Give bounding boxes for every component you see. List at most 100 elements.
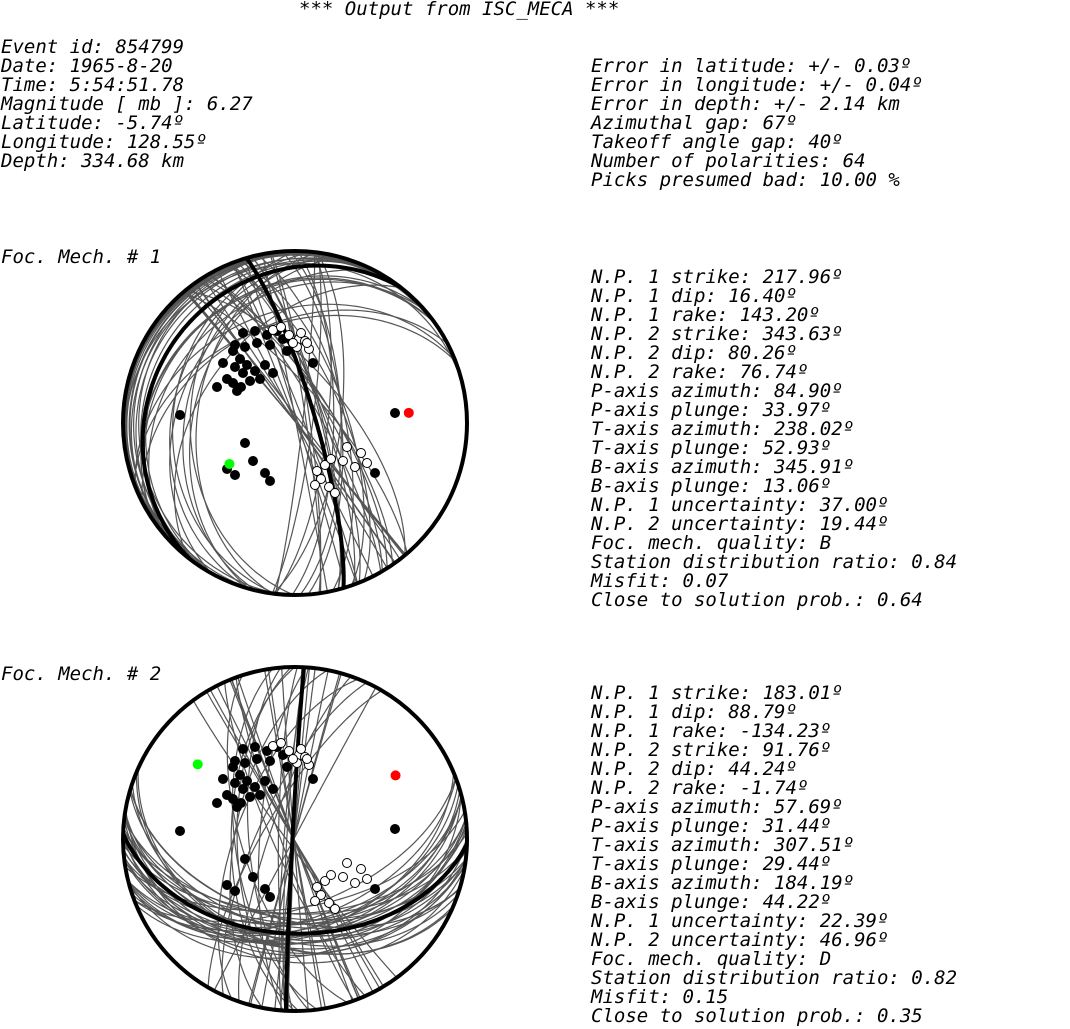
- compression-station: [235, 354, 245, 364]
- dilatation-station: [310, 896, 320, 906]
- compression-station: [230, 362, 240, 372]
- uncertainty-arc: [230, 262, 361, 583]
- mechanism-2-param: N.P. 1 dip: 88.79º: [591, 701, 797, 723]
- compression-station: [238, 328, 248, 338]
- t-axis-marker: [224, 458, 235, 469]
- compression-station: [252, 754, 262, 764]
- dilatation-station: [302, 338, 312, 348]
- uncertainty-arc: [138, 250, 306, 596]
- compression-station: [255, 790, 265, 800]
- uncertainty-arc: [189, 286, 401, 560]
- dilatation-station: [310, 480, 320, 490]
- uncertainty-arc: [192, 700, 398, 979]
- uncertainty-arc: [185, 290, 406, 556]
- mechanism-1-param: Foc. mech. quality: B: [591, 532, 832, 554]
- uncertainty-arc: [268, 252, 322, 594]
- compression-station: [218, 774, 228, 784]
- compression-station: [238, 784, 248, 794]
- error-latitude: Error in latitude: +/- 0.03º: [591, 55, 912, 77]
- compression-station: [308, 774, 318, 784]
- uncertainty-arc: [197, 280, 394, 565]
- uncertainty-arc: [289, 250, 342, 596]
- compression-station: [240, 438, 250, 448]
- error-depth: Error in depth: +/- 2.14 km: [591, 93, 900, 115]
- uncertainty-arc: [230, 666, 296, 1012]
- dilatation-station: [330, 488, 340, 498]
- dilatation-station: [276, 322, 286, 332]
- compression-station: [230, 470, 240, 480]
- uncertainty-arc: [137, 768, 453, 955]
- mechanism-1-param: N.P. 2 dip: 80.26º: [591, 342, 797, 364]
- compression-station: [242, 360, 252, 370]
- compression-station: [260, 468, 270, 478]
- p-axis-marker: [390, 770, 401, 781]
- mechanism-1-param: N.P. 2 rake: 76.74º: [591, 361, 809, 383]
- compression-station: [265, 340, 275, 350]
- uncertainty-arc: [277, 666, 298, 1012]
- compression-station: [248, 456, 258, 466]
- uncertainty-arc: [207, 274, 383, 572]
- mechanism-2-param: B-axis azimuth: 184.19º: [591, 872, 855, 894]
- mechanism-1-param: N.P. 1 rake: 143.20º: [591, 304, 820, 326]
- compression-station: [222, 790, 232, 800]
- compression-station: [238, 744, 248, 754]
- compression-station: [282, 762, 292, 772]
- t-axis-marker: [192, 759, 203, 770]
- uncertainty-arc: [135, 772, 455, 943]
- mechanism-1-param: Station distribution ratio: 0.84: [591, 551, 958, 573]
- nodal-plane-1: [140, 263, 402, 560]
- dilatation-station: [350, 462, 360, 472]
- dilatation-station: [312, 466, 322, 476]
- compression-station: [232, 802, 242, 812]
- mechanism-2-param: P-axis plunge: 31.44º: [591, 815, 832, 837]
- uncertainty-arc: [124, 811, 466, 942]
- compression-station: [268, 784, 278, 794]
- dilatation-station: [320, 876, 330, 886]
- uncertainty-arc: [208, 273, 382, 573]
- compression-station: [228, 346, 238, 356]
- dilatation-station: [320, 460, 330, 470]
- uncertainty-arc: [257, 667, 308, 1011]
- uncertainty-arc: [224, 681, 366, 997]
- takeoff-angle-gap: Takeoff angle gap: 40º: [591, 131, 843, 153]
- mechanism-2-label: Foc. Mech. # 2: [1, 663, 162, 685]
- compression-station: [232, 386, 242, 396]
- event-id: Event id: 854799: [1, 36, 185, 58]
- nodal-plane-2: [244, 256, 346, 589]
- mechanism-2-param: B-axis plunge: 44.22º: [591, 891, 832, 913]
- mechanism-2-param: T-axis azimuth: 307.51º: [591, 834, 855, 856]
- compression-station: [265, 892, 275, 902]
- compression-station: [228, 762, 238, 772]
- mechanism-1-param: Close to solution prob.: 0.64: [591, 589, 923, 611]
- mechanism-1-param: N.P. 1 dip: 16.40º: [591, 285, 797, 307]
- mechanism-1-param: Misfit: 0.07: [591, 570, 729, 592]
- dilatation-station: [296, 328, 306, 338]
- uncertainty-arc: [291, 250, 335, 596]
- error-info: Error in latitude: +/- 0.03º Error in lo…: [591, 57, 923, 190]
- dilatation-station: [342, 442, 352, 452]
- sphere-outline: [121, 665, 469, 1013]
- uncertainty-arc: [207, 690, 383, 988]
- mechanism-1-param: P-axis azimuth: 84.90º: [591, 380, 843, 402]
- uncertainty-arc: [270, 252, 322, 594]
- uncertainty-arc: [189, 250, 297, 596]
- uncertainty-arc: [122, 830, 468, 915]
- compression-station: [235, 770, 245, 780]
- mechanism-1-param: N.P. 1 strike: 217.96º: [591, 266, 843, 288]
- compression-station: [230, 886, 240, 896]
- mechanism-2-param: N.P. 2 dip: 44.24º: [591, 758, 797, 780]
- mechanism-1-param: T-axis plunge: 52.93º: [591, 437, 832, 459]
- mechanism-2-param: N.P. 1 strike: 183.01º: [591, 682, 843, 704]
- dilatation-station: [316, 890, 326, 900]
- uncertainty-arc: [141, 309, 449, 503]
- mechanism-2-param: P-axis azimuth: 57.69º: [591, 796, 843, 818]
- picks-presumed-bad: Picks presumed bad: 10.00 %: [591, 169, 900, 191]
- compression-station: [175, 410, 185, 420]
- dilatation-station: [356, 448, 366, 458]
- dilatation-station: [362, 458, 372, 468]
- compression-station: [230, 778, 240, 788]
- uncertainty-arc: [122, 826, 468, 926]
- compression-station: [390, 408, 400, 418]
